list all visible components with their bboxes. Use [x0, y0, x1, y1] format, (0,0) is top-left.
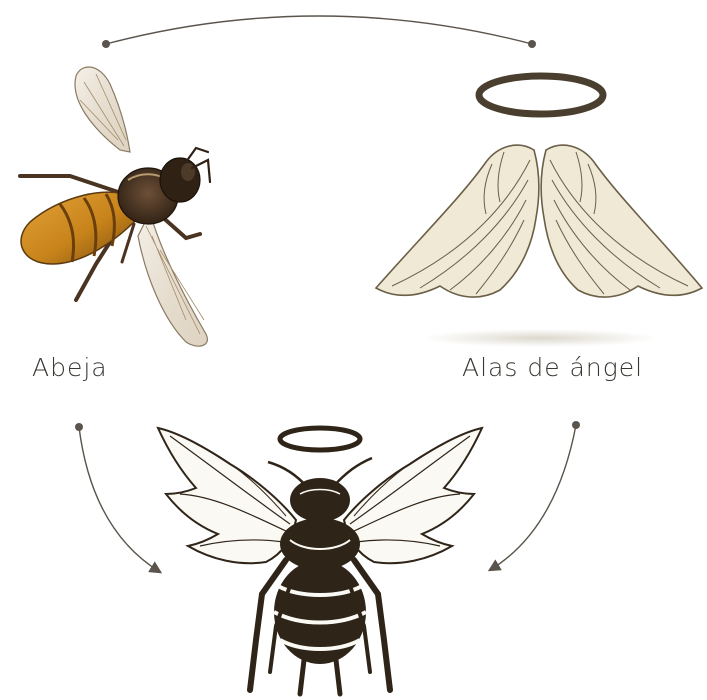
connector-right-arrow — [490, 421, 580, 570]
angel-wings-illustration — [376, 145, 702, 297]
angel-bee-illustration — [158, 428, 482, 694]
angel-bee-halo-icon — [280, 428, 360, 450]
honeybee-illustration — [20, 67, 210, 346]
halo-ring-icon — [479, 76, 603, 114]
connector-dot-right — [528, 40, 536, 48]
connector-left-arrow — [75, 423, 160, 572]
connector-dot-left — [102, 40, 110, 48]
angel-wings-label: Alas de ángel — [462, 353, 643, 382]
bee-label: Abeja — [32, 353, 108, 382]
wings-shadow — [422, 329, 658, 347]
connector-top-arc — [102, 16, 536, 48]
